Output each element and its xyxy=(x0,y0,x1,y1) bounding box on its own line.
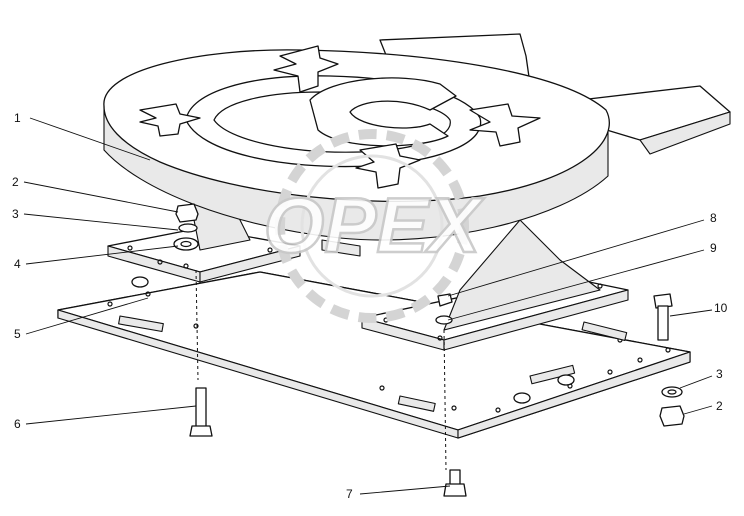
nut-2-loose xyxy=(659,405,685,427)
callout-10: 10 xyxy=(714,301,728,315)
callout-8: 8 xyxy=(710,211,717,225)
right-bracket-fasteners xyxy=(435,293,453,471)
callout-4: 4 xyxy=(14,257,21,271)
watermark-text: OPEX xyxy=(264,181,485,269)
callout-5: 5 xyxy=(14,327,21,341)
callout-labels: 1 2 3 4 5 6 7 8 9 10 3 2 xyxy=(12,111,728,501)
left-bracket-fasteners xyxy=(173,203,199,381)
callout-1: 1 xyxy=(14,111,21,125)
leader-lines xyxy=(23,117,713,495)
fifth-wheel-body xyxy=(103,33,731,257)
callout-2-right: 2 xyxy=(716,399,723,413)
callout-3-left: 3 xyxy=(12,207,19,221)
bolt-10 xyxy=(653,293,673,341)
bolt-7 xyxy=(443,469,467,497)
callout-9: 9 xyxy=(710,241,717,255)
callout-6: 6 xyxy=(14,417,21,431)
base-plate xyxy=(57,271,691,439)
opex-watermark: OPEX xyxy=(262,129,486,323)
washer-3-loose xyxy=(661,386,683,398)
bolt-6 xyxy=(189,387,213,437)
callout-2-left: 2 xyxy=(12,175,19,189)
left-mounting-bracket xyxy=(107,227,301,283)
callout-7: 7 xyxy=(346,487,353,501)
callout-3-right: 3 xyxy=(716,367,723,381)
